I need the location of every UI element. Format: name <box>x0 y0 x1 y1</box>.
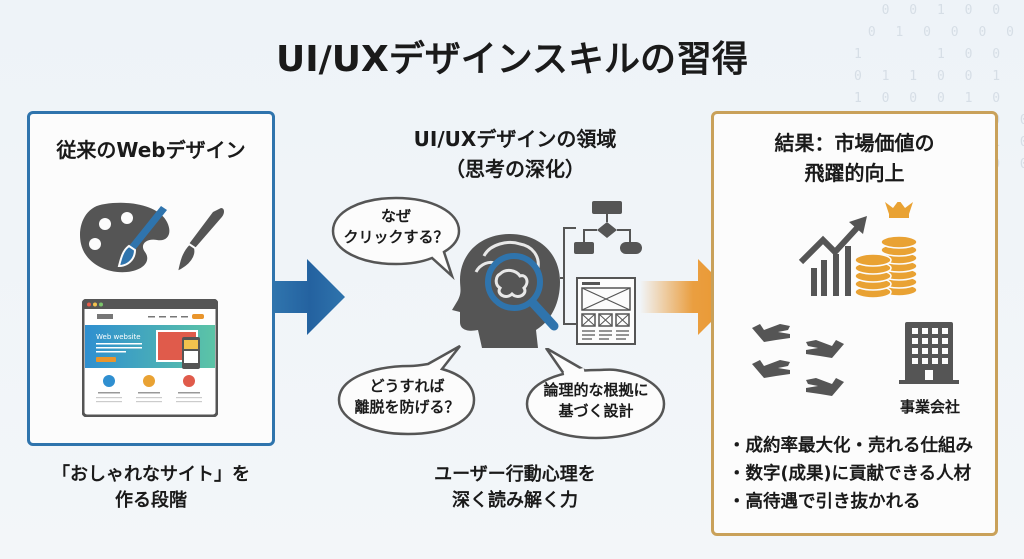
traditional-panel-title: 従来のWebデザイン <box>56 138 246 162</box>
bubble-logical-design-line2: 基づく設計 <box>558 402 634 420</box>
center-caption-line2: 深く読み解く力 <box>452 490 578 511</box>
handshake-hands-icon <box>752 324 844 396</box>
result-bullet-item: ・高待遇で引き抜かれる <box>728 492 921 512</box>
bubble-logical-design-line1: 論理的な根拠に <box>543 381 649 399</box>
result-title-line2: 飛躍的向上 <box>804 161 905 185</box>
result-panel-title: 結果：市場価値の 飛躍的向上 <box>714 128 995 188</box>
palette-brush-icon <box>80 202 224 274</box>
speech-bubble-why-click: なぜ クリックする？ <box>330 194 462 281</box>
traditional-caption: 「おしゃれなサイト」を 作る段階 <box>27 462 275 514</box>
building-icon <box>899 322 959 384</box>
result-bullet-item: ・数字(成果)に貢献できる人材 <box>728 464 972 484</box>
result-title-line1: 結果：市場価値の <box>774 131 935 155</box>
traditional-caption-line2: 作る段階 <box>115 490 187 511</box>
website-mockup-icon: Web website <box>82 299 218 417</box>
uiux-area-title-line1: UI/UXデザインの領域 <box>413 127 617 151</box>
center-caption: ユーザー行動心理を 深く読み解く力 <box>340 462 690 514</box>
traditional-caption-line1: 「おしゃれなサイト」を <box>52 464 250 485</box>
building-label: 事業会社 <box>899 398 960 416</box>
uiux-area-title-line2: （思考の深化） <box>445 157 585 181</box>
mockup-heading: Web website <box>96 333 141 341</box>
speech-bubble-logical-design: 論理的な根拠に 基づく設計 <box>524 348 670 440</box>
bubble-why-click-line2: クリックする？ <box>343 228 449 246</box>
flowchart-wireframe-icon <box>560 201 642 345</box>
page-title: UI/UXデザインスキルの習得 <box>275 39 749 80</box>
center-caption-line1: ユーザー行動心理を <box>434 464 596 485</box>
growth-chart-coins-icon <box>798 202 918 298</box>
bubble-why-click-line1: なぜ <box>380 207 411 225</box>
speech-bubble-prevent-churn: どうすれば 離脱を防げる？ <box>336 344 476 436</box>
bubble-prevent-churn-line2: 離脱を防げる？ <box>354 398 460 416</box>
traditional-web-design-panel: 従来のWebデザイン Web website <box>27 111 275 446</box>
bubble-prevent-churn-line1: どうすれば <box>369 377 445 395</box>
uiux-area-title: UI/UXデザインの領域 （思考の深化） <box>340 124 690 184</box>
result-panel: 結果：市場価値の 飛躍的向上 事業会社 ・成約率 <box>711 111 998 536</box>
blue-arrow-icon <box>275 259 345 335</box>
head-magnifier-icon <box>452 234 560 348</box>
result-bullet-item: ・成約率最大化・売れる仕組み <box>728 436 973 456</box>
result-bullet-list: ・成約率最大化・売れる仕組み ・数字(成果)に貢献できる人材 ・高待遇で引き抜か… <box>728 432 973 516</box>
